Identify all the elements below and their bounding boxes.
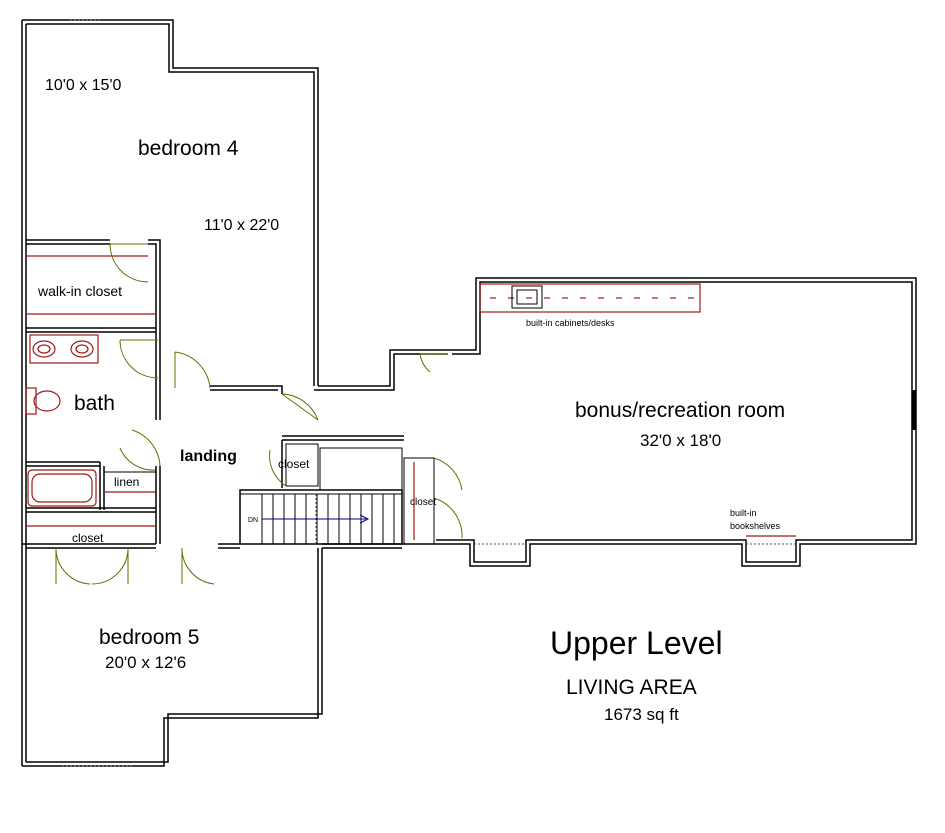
built-in-cabinets <box>479 283 701 313</box>
bedroom-5-closet-label: closet <box>72 531 104 545</box>
plan-title: Upper Level <box>550 625 723 661</box>
landing-closet-label: closet <box>278 457 310 471</box>
bedroom-4-dim-a: 10'0 x 15'0 <box>45 77 121 94</box>
landing-area <box>131 349 448 544</box>
stair-closet-label: closet <box>410 497 436 508</box>
bonus-room-walls <box>419 277 917 567</box>
bedroom-5-label: bedroom 5 <box>99 626 199 649</box>
bedroom-5-walls <box>22 543 436 767</box>
bookshelves-label-2: bookshelves <box>730 521 781 531</box>
stairs-down-label: DN <box>248 517 258 524</box>
bookshelves-label-1: built-in <box>730 508 757 518</box>
plan-area: 1673 sq ft <box>604 705 679 724</box>
walk-in-closet-label: walk-in closet <box>37 283 122 299</box>
walk-in-closet <box>26 239 161 390</box>
landing-label: landing <box>180 448 237 465</box>
bedroom-5-dim: 20'0 x 12'6 <box>105 653 186 672</box>
bonus-room-dim: 32'0 x 18'0 <box>640 431 721 450</box>
cabinets-label: built-in cabinets/desks <box>526 318 615 328</box>
bedroom-4-walls <box>21 19 319 766</box>
bath-label: bath <box>74 392 115 415</box>
bonus-room-label: bonus/recreation room <box>575 399 785 422</box>
bedroom-4-label: bedroom 4 <box>138 137 239 160</box>
bedroom-4-dim-b: 11'0 x 22'0 <box>204 217 279 234</box>
linen-label: linen <box>114 475 139 489</box>
staircase <box>239 489 403 545</box>
plan-subtitle: LIVING AREA <box>566 676 697 699</box>
bath-room <box>25 334 159 513</box>
